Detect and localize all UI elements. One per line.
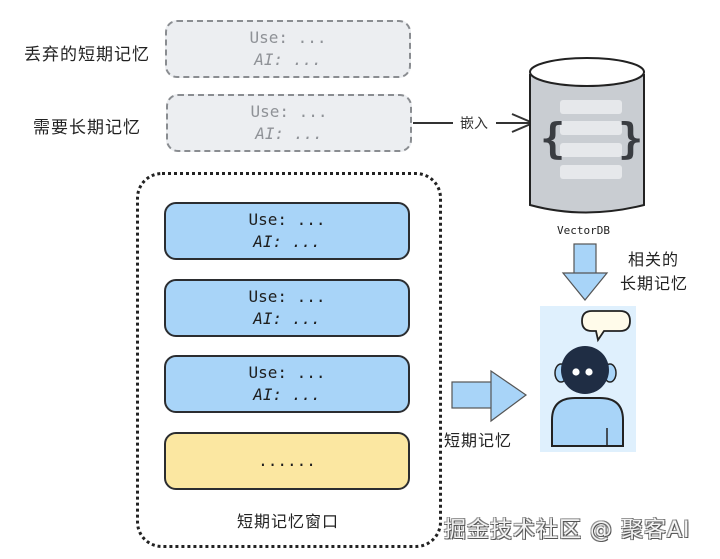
user-line: Use: ... <box>248 363 326 382</box>
relevant-label-line1: 相关的 <box>628 250 680 269</box>
ellipsis-box: ...... <box>164 432 410 490</box>
ai-line: AI: ... <box>255 124 323 143</box>
long-term-dialog-box: Use: ... AI: ... <box>166 94 412 152</box>
agent-head <box>561 346 609 394</box>
short-term-memory-window <box>136 172 442 548</box>
watermark: 掘金技术社区 @ 聚客AI <box>444 518 691 543</box>
brace-left-icon: { <box>540 114 566 163</box>
ai-line: AI: ... <box>254 50 322 69</box>
db-row <box>560 143 622 157</box>
user-line: Use: ... <box>248 287 326 306</box>
right-arrow <box>451 369 528 423</box>
user-line: Use: ... <box>250 102 328 121</box>
ellipsis-text: ...... <box>258 451 316 470</box>
agent-body <box>551 397 624 447</box>
db-row <box>560 100 622 114</box>
ai-line: AI: ... <box>253 309 321 328</box>
short-term-label: 短期记忆 <box>444 431 513 450</box>
user-line: Use: ... <box>248 210 326 229</box>
discarded-dialog-box: Use: ... AI: ... <box>165 20 411 78</box>
dialog-box: Use: ... AI: ... <box>164 202 410 260</box>
db-row <box>560 121 622 135</box>
window-caption: 短期记忆窗口 <box>237 512 340 531</box>
user-line: Use: ... <box>249 28 327 47</box>
db-row <box>560 165 622 179</box>
dialog-box: Use: ... AI: ... <box>164 355 410 413</box>
agent-figure <box>540 306 636 452</box>
agent-eye <box>585 368 593 376</box>
agent-eye <box>572 368 580 376</box>
embed-label: 嵌入 <box>460 116 488 132</box>
relevant-label-line2: 长期记忆 <box>620 274 689 293</box>
dialog-box: Use: ... AI: ... <box>164 279 410 337</box>
brace-right-icon: } <box>618 114 644 163</box>
need-long-term-label: 需要长期记忆 <box>33 118 141 138</box>
speech-bubble-icon <box>581 310 631 343</box>
vectordb-cylinder <box>529 57 645 214</box>
ai-line: AI: ... <box>253 385 321 404</box>
vectordb-label: VectorDB <box>557 224 610 237</box>
down-arrow <box>561 243 609 301</box>
ai-line: AI: ... <box>253 232 321 251</box>
discarded-memory-label: 丢弃的短期记忆 <box>24 45 150 65</box>
